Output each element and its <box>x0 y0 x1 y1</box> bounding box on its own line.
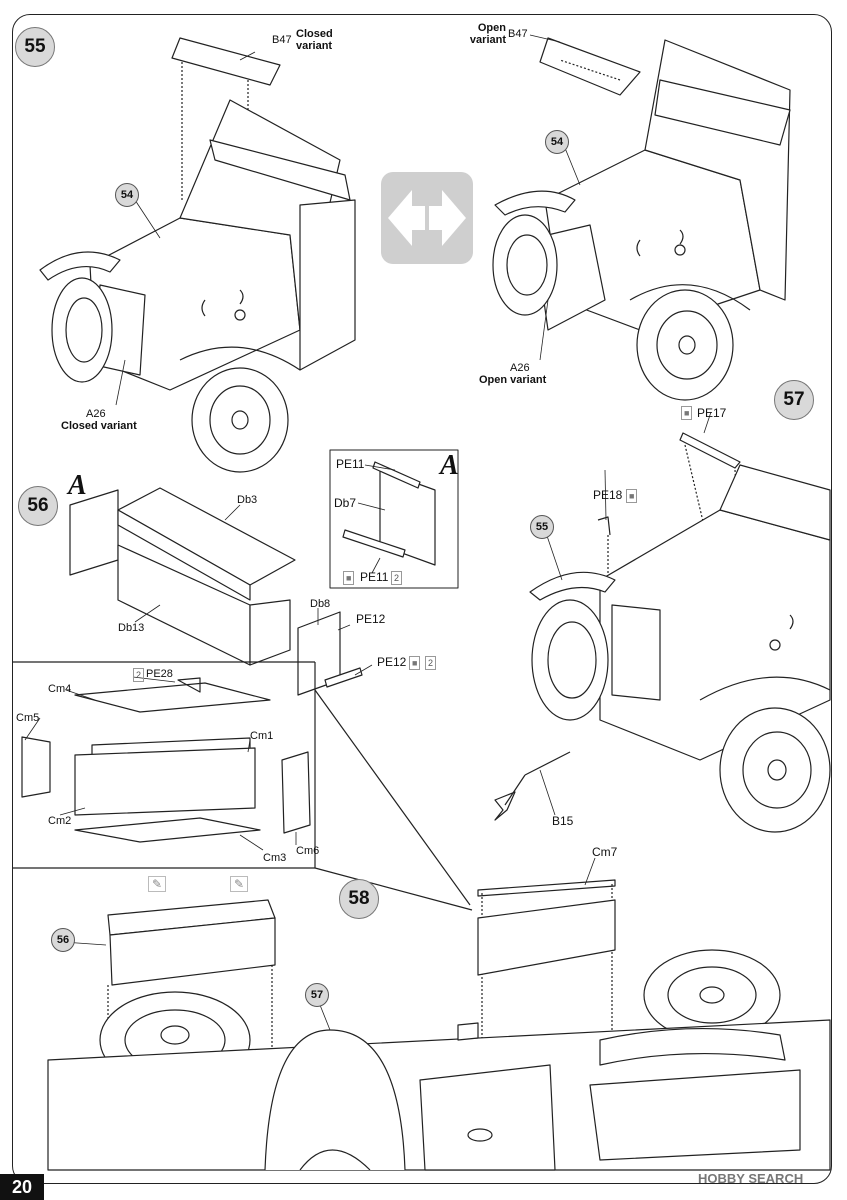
step-55: 55 <box>15 27 55 67</box>
ref-step-56: 56 <box>51 928 75 952</box>
label-db13: Db13 <box>118 622 145 634</box>
pe28-count: 2 <box>133 668 145 682</box>
label-pe28: PE28 <box>146 668 173 680</box>
label-pe11-bottom: PE11 <box>360 570 389 584</box>
label-pe17: PE17 <box>697 406 727 420</box>
bend-icon: ✎ <box>148 876 167 892</box>
label-pe12-bottom: PE12 <box>377 655 407 669</box>
label-pe11-top: PE11 <box>336 457 365 471</box>
bend-icon: ✎ <box>230 876 249 892</box>
label-db8: Db8 <box>310 598 331 610</box>
car-step58 <box>47 879 831 1171</box>
label-cm3: Cm3 <box>263 852 287 864</box>
label-cm1: Cm1 <box>250 730 274 742</box>
car-closed-variant <box>39 37 356 473</box>
label-pe12-top: PE12 <box>356 612 386 626</box>
pe17-photo-etch-icon: ■ <box>681 406 693 420</box>
label-a26-open: A26 <box>510 362 530 374</box>
ref-step-54: 54 <box>115 183 139 207</box>
car-open-variant <box>492 37 791 401</box>
label-closed-variant: Closed variant <box>296 28 333 52</box>
marker-a: A <box>68 470 87 501</box>
pe12-count: 2 <box>425 656 437 670</box>
label-cm6: Cm6 <box>296 845 320 857</box>
label-a26-closed-variant: Closed variant <box>61 420 137 432</box>
pe11-photo-etch-icon: ■ <box>343 571 355 585</box>
pe12-photo-etch-icon: ■ <box>409 656 421 670</box>
label-cm5: Cm5 <box>16 712 40 724</box>
label-b47-open: B47 <box>508 28 528 40</box>
label-cm2: Cm2 <box>48 815 72 827</box>
page-number: 20 <box>0 1174 44 1200</box>
ref-step-57: 57 <box>305 983 329 1007</box>
step-58: 58 <box>339 879 379 919</box>
step-56: 56 <box>18 486 58 526</box>
label-a26-closed: A26 <box>86 408 106 420</box>
label-db7: Db7 <box>334 496 357 510</box>
label-a26-open-variant: Open variant <box>479 374 547 386</box>
page-frame <box>12 14 832 1184</box>
switch-variant-icon <box>381 172 473 264</box>
label-cm4: Cm4 <box>48 683 72 695</box>
pe11-count: 2 <box>391 571 403 585</box>
car-step57 <box>494 432 831 833</box>
label-cm7: Cm7 <box>592 845 618 859</box>
label-open-variant: Open variant <box>469 22 506 46</box>
cartridge-box-inset <box>12 661 473 911</box>
label-db3: Db3 <box>237 494 258 506</box>
label-b47-closed: B47 <box>272 34 292 46</box>
label-pe18: PE18 <box>593 488 623 502</box>
marker-a-inset: A <box>440 450 459 481</box>
pe18-photo-etch-icon: ■ <box>626 489 638 503</box>
box-assembly <box>69 487 363 696</box>
label-b15: B15 <box>552 814 574 828</box>
watermark: HOBBY SEARCH <box>698 1171 804 1186</box>
step-57: 57 <box>774 380 814 420</box>
ref-step-54: 54 <box>545 130 569 154</box>
ref-step-55: 55 <box>530 515 554 539</box>
